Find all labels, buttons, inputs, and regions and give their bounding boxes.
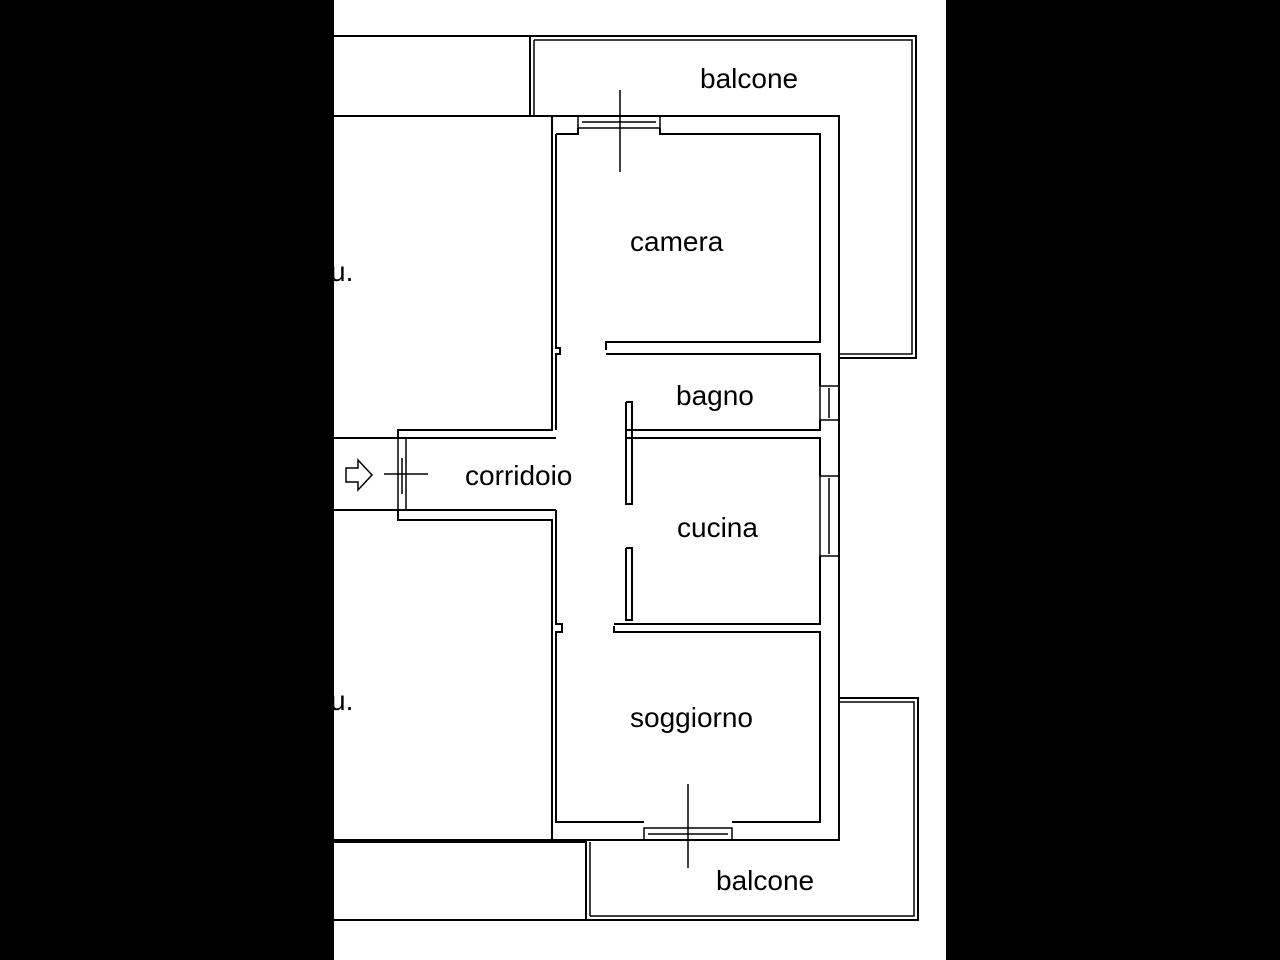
label-neighbor-top: u. (334, 256, 353, 287)
window-soggiorno (643, 784, 733, 868)
window-camera (577, 90, 661, 172)
entrance-arrow-icon (345, 458, 374, 492)
label-neighbor-bottom: u. (334, 685, 353, 716)
floor-plan-drawing: balcone camera bagno corridoio cucina so… (334, 35, 919, 921)
window-bagno (819, 385, 840, 421)
label-balcone-top: balcone (700, 63, 798, 94)
window-cucina (819, 475, 840, 557)
label-balcone-bottom: balcone (716, 865, 814, 896)
balcony-top-outline (529, 35, 917, 359)
label-corridoio: corridoio (465, 460, 572, 491)
floor-plan-sheet: balcone camera bagno corridoio cucina so… (334, 0, 946, 960)
label-soggiorno: soggiorno (630, 702, 753, 733)
label-camera: camera (630, 226, 724, 257)
entrance-door (384, 437, 428, 511)
label-bagno: bagno (676, 380, 754, 411)
balcony-bottom-outline (585, 697, 919, 921)
label-cucina: cucina (677, 512, 758, 543)
